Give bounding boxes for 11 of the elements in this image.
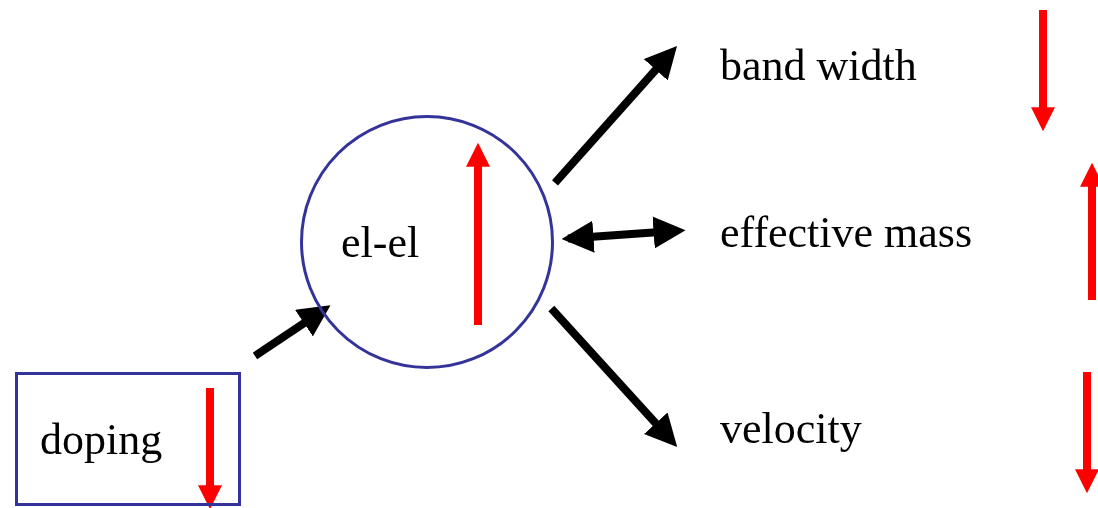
arrow: [561, 216, 686, 253]
node-text: band width: [720, 39, 917, 91]
node-text: velocity: [720, 402, 862, 454]
node-text: doping: [40, 413, 163, 465]
interaction-circle: [300, 115, 554, 369]
arrow: [552, 45, 678, 186]
arrow: [252, 305, 331, 360]
arrow: [548, 305, 678, 447]
node-text: el-el: [341, 216, 420, 268]
node-text: effective mass: [720, 206, 973, 258]
process-box: [15, 372, 241, 506]
